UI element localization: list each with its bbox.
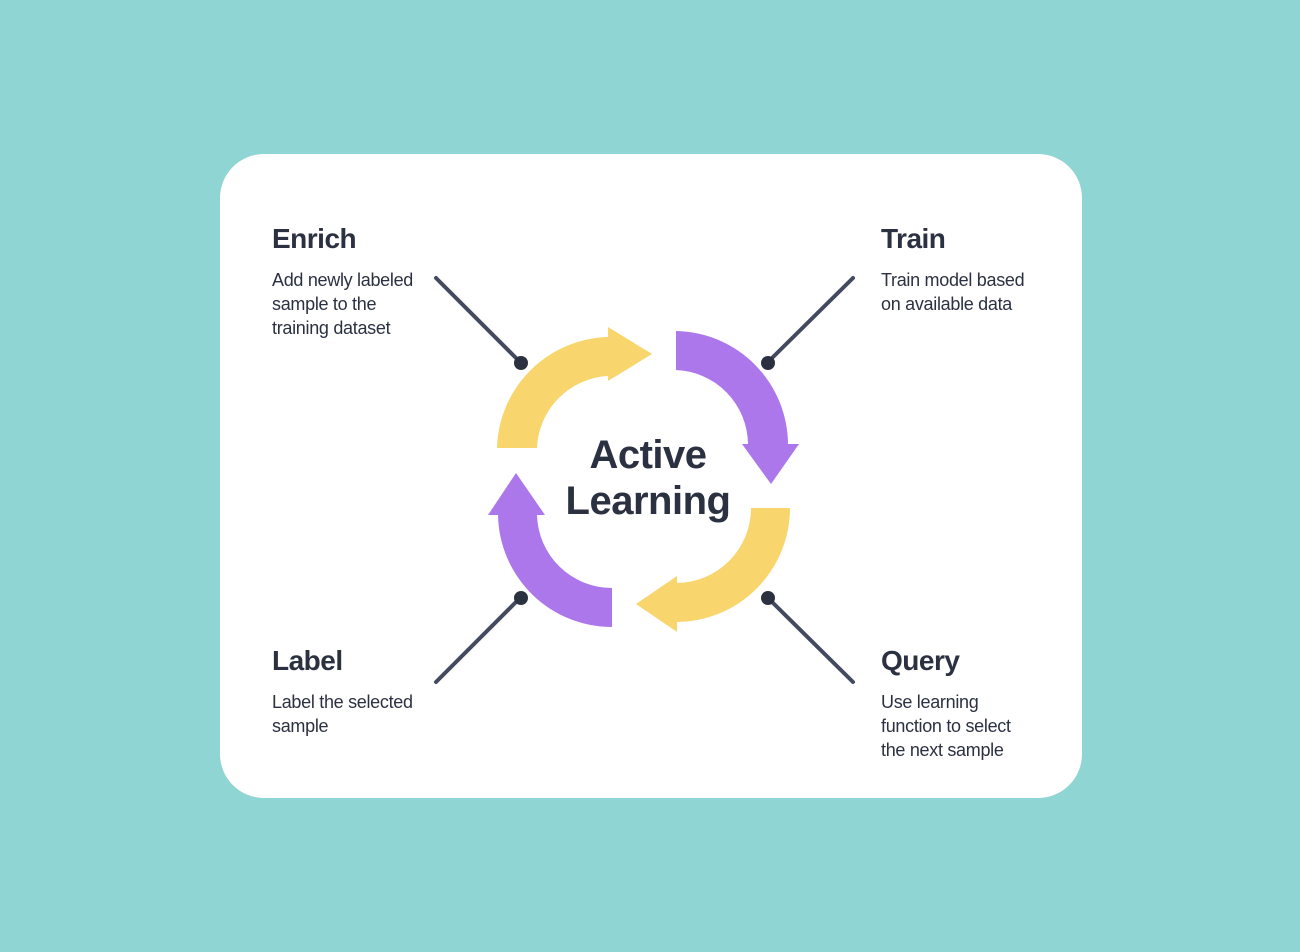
query-connector-dot <box>761 591 775 605</box>
step-title-enrich: Enrich <box>272 223 357 254</box>
step-description-line: Add newly labeled <box>272 270 414 290</box>
enrich-connector <box>434 276 522 364</box>
step-title-train: Train <box>881 223 946 254</box>
diagram-card <box>220 154 1082 798</box>
train-connector <box>766 276 855 364</box>
step-description-line: Use learning <box>881 692 979 712</box>
center-title: Active Learning <box>548 432 748 524</box>
step-description-line: training dataset <box>272 318 391 338</box>
step-description-line: sample to the <box>272 294 377 314</box>
step-description-line: function to select <box>881 716 1011 736</box>
step-description-line: on available data <box>881 294 1013 314</box>
step-description-label: Label the selected sample <box>272 690 472 738</box>
step-enrich: Enrich Add newly labeled sample to the t… <box>272 222 472 340</box>
step-label: Label Label the selected sample <box>272 644 472 738</box>
label-arrow <box>488 473 612 627</box>
step-title-query: Query <box>881 645 960 676</box>
label-connector <box>434 596 522 684</box>
enrich-arrow <box>497 327 652 448</box>
step-description-line: the next sample <box>881 740 1004 760</box>
step-description-line: sample <box>272 716 329 736</box>
label-connector-dot <box>514 591 528 605</box>
step-description-line: Train model based <box>881 270 1025 290</box>
query-arrow <box>636 508 791 632</box>
train-connector-dot <box>761 356 775 370</box>
step-title-label: Label <box>272 645 343 676</box>
step-train: Train Train model based on available dat… <box>881 222 1081 316</box>
step-description-line: Label the selected <box>272 692 413 712</box>
center-title-line2: Learning <box>565 479 731 523</box>
center-title-line1: Active <box>589 433 707 477</box>
enrich-connector-dot <box>514 356 528 370</box>
step-description-train: Train model based on available data <box>881 268 1081 316</box>
step-description-query: Use learning function to select the next… <box>881 690 1081 762</box>
train-arrow <box>676 331 799 484</box>
step-query: Query Use learning function to select th… <box>881 644 1081 762</box>
step-description-enrich: Add newly labeled sample to the training… <box>272 268 472 340</box>
query-connector <box>766 596 855 684</box>
